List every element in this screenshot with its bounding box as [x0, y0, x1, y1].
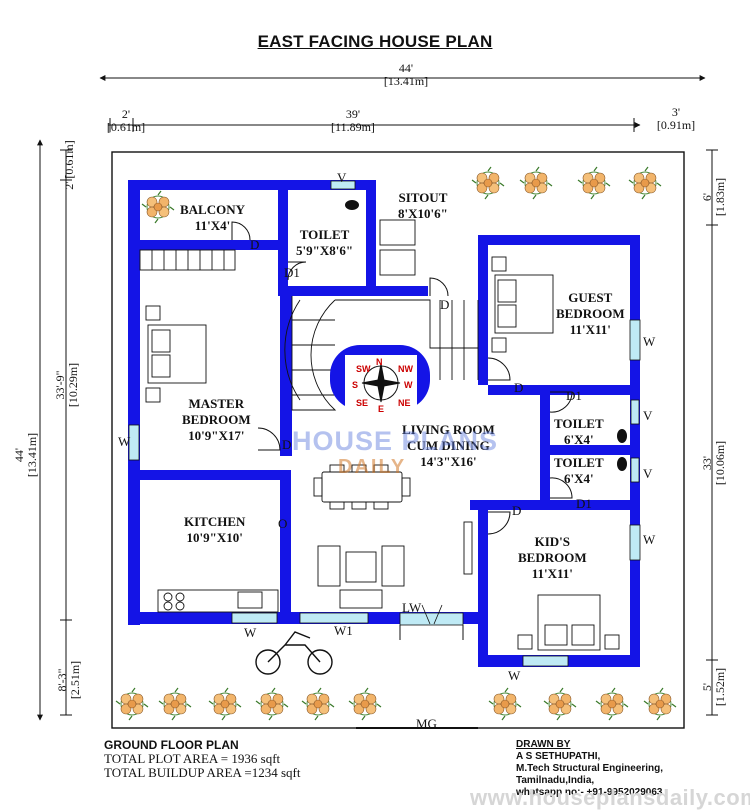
compass-ne: NE: [398, 398, 411, 408]
ventilator-r2: V: [643, 466, 653, 481]
window-living: W1: [334, 623, 353, 638]
watermark-line2: DAILY: [338, 456, 407, 478]
ventilator-r1: V: [643, 408, 653, 423]
windows: [128, 180, 641, 667]
main-door-leaves: [421, 604, 443, 625]
ventilator-top: V: [337, 170, 347, 185]
watermark-line1: HOUSE PLANS: [292, 426, 499, 456]
compass-sw: SW: [356, 364, 371, 374]
door-toilet-r2: D1: [576, 496, 592, 511]
window-kids-bottom: W: [508, 668, 521, 683]
door-master: D: [282, 437, 292, 452]
dimension-lines: [37, 75, 718, 721]
dim-overall-width: 44' [13.41m]: [383, 61, 429, 88]
kids-bed: [517, 594, 620, 651]
door-toilet-r1: D1: [566, 388, 582, 403]
dim-building-depth-left: 33'-9"[10.29m]: [53, 362, 80, 408]
compass-n: N: [376, 357, 383, 367]
main-door: [399, 612, 464, 626]
dim-right-bottom: 5'[1.52m]: [700, 667, 727, 707]
door-sitout: D: [440, 297, 450, 312]
motorbike-icon: [255, 631, 333, 675]
window-guest: W: [643, 334, 656, 349]
doors: [231, 221, 573, 640]
guest-bed: [491, 256, 554, 353]
garden-bottom: [115, 687, 677, 721]
dim-building-width: 39' [11.89m]: [331, 107, 375, 134]
toilet-fixtures: [345, 200, 627, 471]
dim-top-setback: 2' [0.61m]: [62, 140, 76, 190]
compass-e: E: [378, 404, 385, 414]
door-toilet-top: D1: [284, 265, 300, 280]
compass-w: W: [404, 380, 413, 390]
compass-icon: [361, 363, 401, 403]
wardrobe: [139, 249, 236, 271]
staircase: [284, 296, 479, 411]
dim-bottom-setback: 8'-3"[2.51m]: [55, 660, 82, 700]
dim-building-depth-right: 33'[10.06m]: [700, 440, 727, 486]
main-gate-label: MG: [416, 716, 437, 731]
window-kids-side: W: [643, 532, 656, 547]
compass-se: SE: [356, 398, 369, 408]
kitchen-counter: [157, 589, 279, 613]
door-kids: D: [512, 503, 522, 518]
main-door-label: LW: [402, 600, 422, 615]
dim-overall-depth: 44'[13.41m]: [12, 432, 39, 478]
area-summary: GROUND FLOOR PLAN TOTAL PLOT AREA = 1936…: [104, 738, 301, 780]
opening-kitchen: O: [278, 516, 288, 531]
credits: DRAWN BY A S SETHUPATHI, M.Tech Structur…: [516, 739, 664, 798]
door-guest: D: [514, 380, 524, 395]
dim-left-setback: 2' [0.61m]: [106, 107, 146, 134]
compass-s: S: [352, 380, 359, 390]
plan-title: EAST FACING HOUSE PLAN: [257, 32, 493, 51]
website-watermark: www.houseplansdaily.com: [470, 785, 750, 810]
door-balcony: D: [250, 237, 260, 252]
furniture: [313, 219, 473, 609]
dim-right-setback: 3' [0.91m]: [656, 105, 696, 132]
window-kitchen: W: [244, 625, 257, 640]
window-master: W: [118, 434, 131, 449]
dim-right-top: 6'[1.83m]: [700, 177, 727, 217]
master-bed: [145, 305, 207, 403]
compass-nw: NW: [398, 364, 413, 374]
